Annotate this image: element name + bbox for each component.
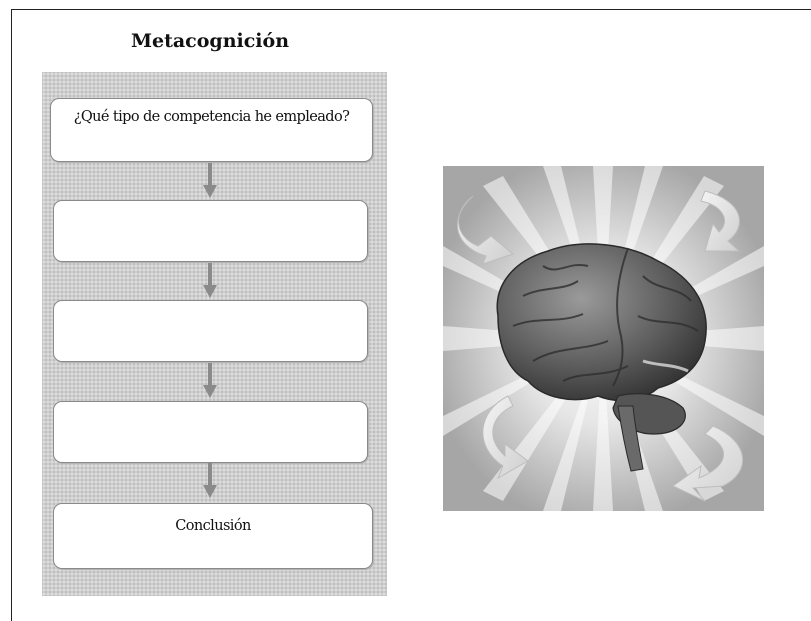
flowchart-step-1: ¿Qué tipo de competencia he empleado?: [50, 98, 373, 162]
flowchart-step-4: [53, 401, 368, 463]
page-frame: [11, 9, 811, 621]
brain-illustration: [443, 166, 764, 511]
curved-arrow-icon: [672, 425, 744, 502]
curved-arrow-icon: [700, 190, 741, 252]
diagram-title: Metacognición: [130, 30, 290, 52]
down-arrow-icon: [203, 363, 217, 399]
flowchart-step-conclusion: Conclusión: [53, 503, 373, 569]
down-arrow-icon: [203, 163, 217, 199]
curved-arrow-icon: [456, 195, 515, 265]
flowchart-step-label: Conclusión: [175, 518, 251, 534]
flowchart-step-3: [53, 300, 368, 362]
flowchart-step-label: ¿Qué tipo de competencia he empleado?: [73, 109, 350, 125]
down-arrow-icon: [203, 463, 217, 499]
curved-arrow-icon: [482, 395, 529, 480]
brain-icon: [496, 243, 707, 472]
down-arrow-icon: [203, 263, 217, 299]
flowchart-step-2: [53, 200, 368, 262]
